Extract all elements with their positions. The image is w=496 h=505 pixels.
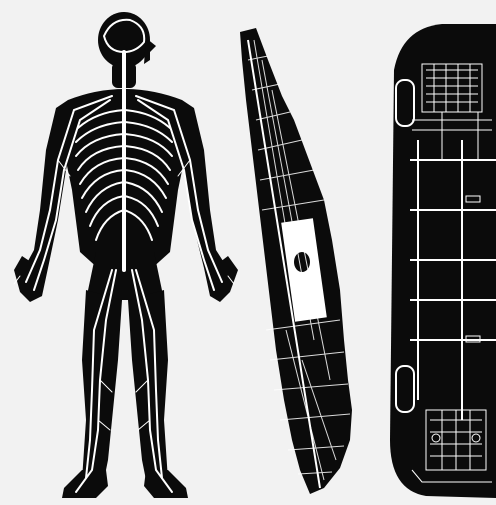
- human-silhouette-icon: [0, 0, 250, 505]
- circuit-schematic-figure: [382, 0, 496, 505]
- city-map-figure: [228, 0, 368, 505]
- nervous-system-figure: [0, 0, 250, 505]
- street-map-icon: [228, 0, 368, 505]
- wiring-diagram-icon: [382, 0, 496, 505]
